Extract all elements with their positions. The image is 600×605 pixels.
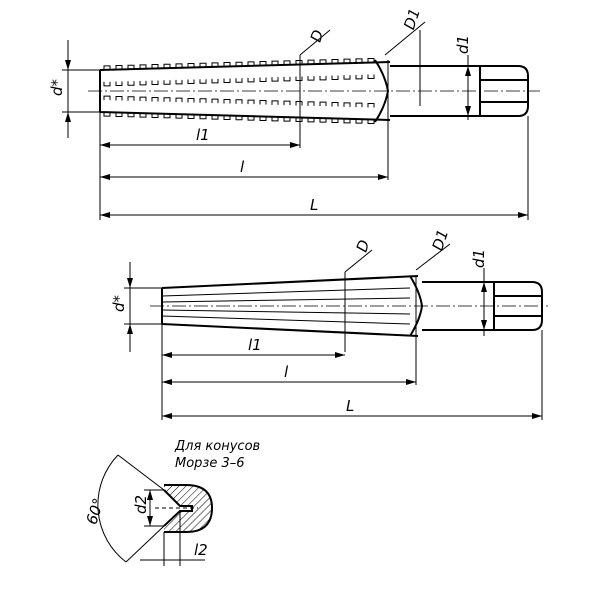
detail-d2-label: d2	[132, 495, 150, 514]
dimension-arrowhead	[532, 413, 542, 419]
top-L-label: L	[310, 196, 318, 214]
dimension-arrowhead	[465, 106, 471, 116]
middle-reamer-view: D D1 d1 d* l1 l L	[110, 227, 548, 420]
top-D1-label: D1	[400, 6, 424, 32]
dimension-arrowhead	[100, 174, 110, 180]
middle-L-label: L	[346, 397, 354, 415]
dimension-arrowhead	[406, 379, 416, 385]
middle-shank-square	[493, 282, 542, 330]
top-teeth	[103, 57, 375, 125]
top-body-outline	[99, 61, 391, 121]
top-reamer-view: D D1 d1 d* l1 l L	[48, 6, 540, 220]
top-l-label: l	[240, 158, 245, 176]
middle-neck	[409, 275, 424, 337]
middle-body-outline	[161, 275, 419, 337]
middle-shank	[422, 281, 543, 331]
top-tooth-row	[103, 57, 375, 70]
top-d1-label: d1	[454, 35, 472, 54]
dimension-arrowhead	[162, 352, 172, 358]
top-shank	[390, 65, 529, 117]
dimension-arrowhead	[162, 413, 172, 419]
dimension-arrowhead	[518, 212, 528, 218]
middle-flutes	[161, 287, 411, 325]
top-D-label: D	[307, 28, 328, 45]
middle-D-label: D	[353, 238, 374, 255]
detail-angle-label: 60°	[83, 496, 108, 527]
dimension-arrowhead	[147, 516, 153, 526]
detail-end-outline	[164, 484, 214, 533]
detail-note-line1: Для конусов	[174, 439, 260, 454]
top-tooth-row	[103, 112, 375, 125]
detail-note-line2: Морзе 3–6	[175, 456, 245, 471]
top-d-star-label: d*	[48, 78, 66, 96]
middle-l1-label: l1	[248, 336, 262, 354]
dimension-arrowhead	[147, 490, 153, 500]
center-hole-detail: Для конусов Морзе 3–6 60° d2 l2	[83, 439, 260, 566]
dimension-arrowhead	[100, 142, 110, 148]
middle-d1-label: d1	[470, 249, 488, 268]
dimension-arrowhead	[481, 282, 487, 292]
dimension-arrowhead	[127, 324, 133, 334]
dimension-arrowhead	[481, 320, 487, 330]
middle-D1-label: D1	[429, 227, 453, 253]
detail-angle-arc	[97, 454, 127, 563]
dimension-arrowhead	[378, 174, 388, 180]
dimension-arrowhead	[100, 212, 110, 218]
dimension-arrowhead	[290, 142, 300, 148]
detail-l2-label: l2	[194, 541, 208, 559]
middle-d-star-label: d*	[110, 294, 128, 312]
dimension-arrowhead	[65, 112, 71, 122]
top-l1-label: l1	[196, 126, 210, 144]
dimension-arrowhead	[162, 379, 172, 385]
top-shank-square	[479, 66, 528, 116]
top-tooth-row	[103, 95, 375, 108]
dimension-arrowhead	[335, 352, 345, 358]
dimension-arrowhead	[127, 278, 133, 288]
dimension-arrowhead	[465, 66, 471, 76]
dimension-arrowhead	[65, 60, 71, 70]
middle-l-label: l	[284, 363, 289, 381]
top-tooth-row	[103, 74, 375, 87]
